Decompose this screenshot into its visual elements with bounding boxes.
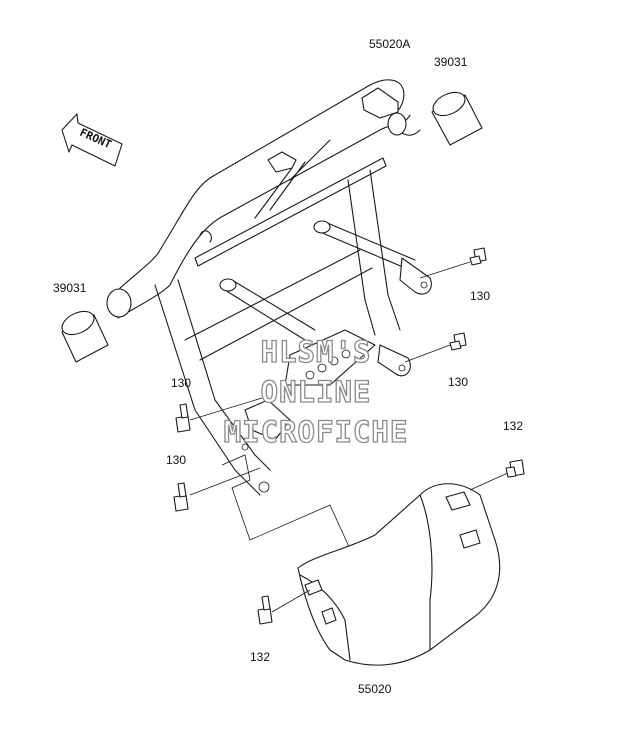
bolt-left-lower (173, 467, 261, 512)
bolt-cover-left (257, 589, 311, 625)
watermark: HLSM'S ONLINE MICROFICHE (223, 334, 409, 449)
watermark-line-3: MICROFICHE (224, 415, 409, 449)
watermark-line-2: ONLINE (261, 375, 372, 409)
bolt-cover-right (469, 459, 525, 491)
bushing-left (61, 310, 109, 363)
label-55020A: 55020A (369, 37, 410, 51)
label-39031-top: 39031 (434, 55, 468, 69)
bumper-frame (106, 79, 432, 496)
label-130-right-mid: 130 (448, 375, 468, 389)
label-130-right-upper: 130 (470, 289, 490, 303)
label-130-left-lower: 130 (166, 453, 186, 467)
front-arrow-icon: FRONT (61, 113, 123, 167)
bolt-left-upper (175, 397, 263, 433)
label-55020: 55020 (358, 682, 392, 696)
bolt-right-upper (419, 247, 487, 279)
skid-cover (297, 483, 501, 666)
watermark-line-1: HLSM'S (261, 335, 372, 369)
label-39031-left: 39031 (53, 281, 87, 295)
bushing-top (431, 91, 483, 146)
label-130-left-upper: 130 (171, 376, 191, 390)
label-132-right: 132 (503, 419, 523, 433)
bolt-right-mid (404, 332, 467, 363)
label-132-left: 132 (250, 650, 270, 664)
